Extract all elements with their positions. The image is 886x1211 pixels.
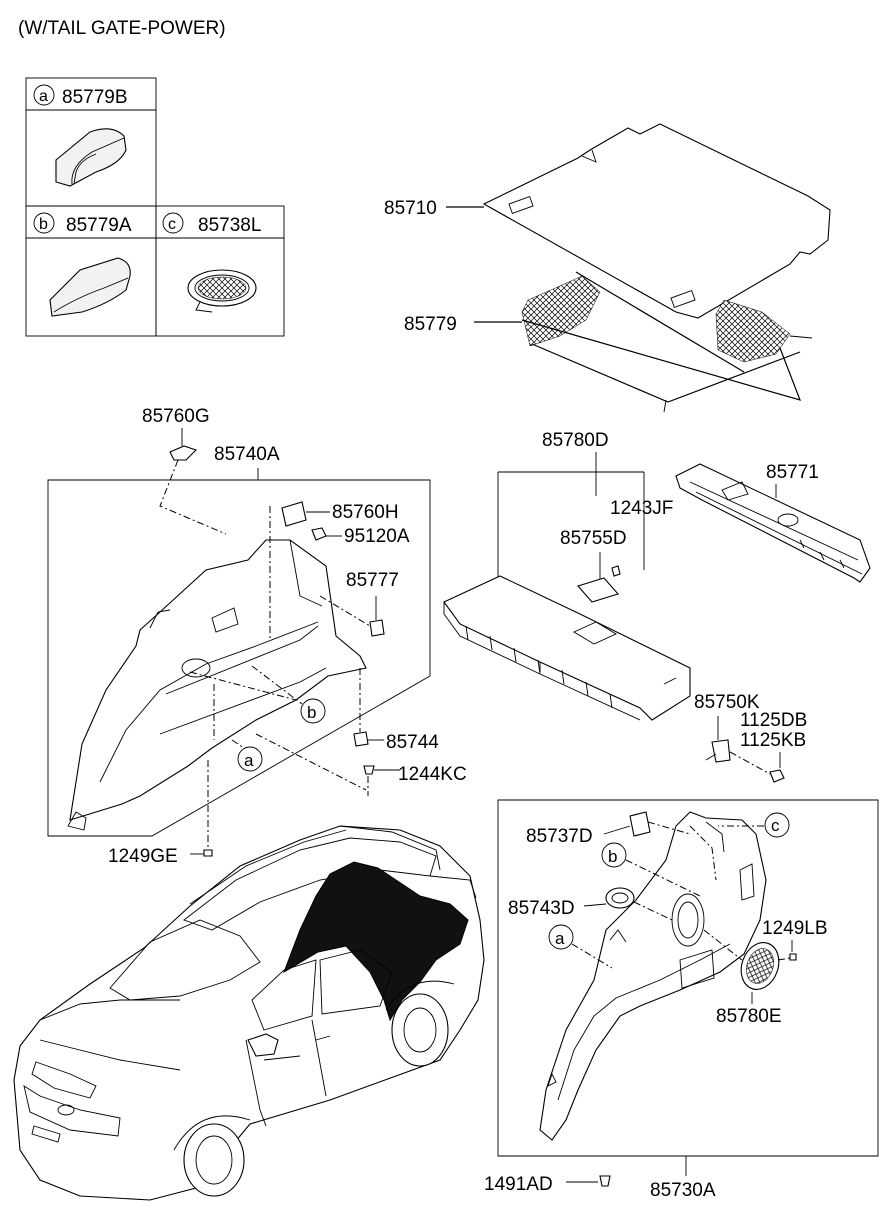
right-assembly-85730a: 85737D b c 85743D a 1249LB 85780E 85730A… <box>484 799 879 1201</box>
legend-table: a 85779B b 85779A c 85738L <box>25 77 285 337</box>
label-85779: 85779 <box>404 314 457 335</box>
label-95120a: 95120A <box>344 526 410 547</box>
label-85777: 85777 <box>346 570 399 591</box>
label-1249ge: 1249GE <box>108 846 178 867</box>
callout-a-right: a <box>555 929 565 948</box>
callout-b-left: b <box>307 703 316 722</box>
legend-c-part: 85738L <box>198 215 261 236</box>
label-1249lb: 1249LB <box>762 918 828 939</box>
legend-b-letter: b <box>39 216 48 233</box>
part-85738l-sketch <box>187 269 257 313</box>
label-1491ad: 1491AD <box>484 1174 553 1195</box>
part-85779a-sketch <box>49 257 131 317</box>
label-85750k: 85750K <box>694 692 760 713</box>
label-85744: 85744 <box>386 732 439 753</box>
part-85780d-tray: 85780D 1243JF 85755D <box>443 430 691 721</box>
label-85780e: 85780E <box>716 1006 782 1027</box>
label-85780d: 85780D <box>542 430 609 451</box>
callout-a-left: a <box>244 751 254 770</box>
legend-c-letter: c <box>168 216 176 233</box>
legend-b-part: 85779A <box>66 215 132 236</box>
diagram-title: (W/TAIL GATE-POWER) <box>18 18 226 39</box>
legend-a-part: 85779B <box>62 87 128 108</box>
label-1125kb: 1125KB <box>740 730 806 751</box>
left-assembly-85740a: 85760G 85740A 85760H 95120A 85777 85 <box>47 406 467 867</box>
label-1244kc: 1244KC <box>398 764 467 785</box>
vehicle-overview <box>13 825 485 1201</box>
callout-b-right: b <box>608 847 617 866</box>
label-85737d: 85737D <box>526 826 593 847</box>
part-85779-net: 85779 <box>404 271 813 413</box>
part-85771-sill: 85771 <box>675 462 871 583</box>
label-1243jf: 1243JF <box>610 498 673 519</box>
legend-a-letter: a <box>39 88 48 105</box>
label-85771: 85771 <box>766 462 819 483</box>
label-85760g: 85760G <box>142 406 210 427</box>
label-85760h: 85760H <box>332 502 399 523</box>
part-85750k-bracket: 85750K 1125DB 1125KB <box>694 692 807 783</box>
label-85755d: 85755D <box>560 528 627 549</box>
callout-c-right: c <box>771 816 780 835</box>
part-85779b-sketch <box>55 128 127 187</box>
label-85730a: 85730A <box>650 1180 716 1201</box>
label-85740a: 85740A <box>214 444 280 465</box>
label-85710: 85710 <box>384 198 437 219</box>
part-85710-board: 85710 <box>384 123 831 319</box>
label-85743d: 85743D <box>508 898 575 919</box>
label-1125db: 1125DB <box>740 710 807 731</box>
